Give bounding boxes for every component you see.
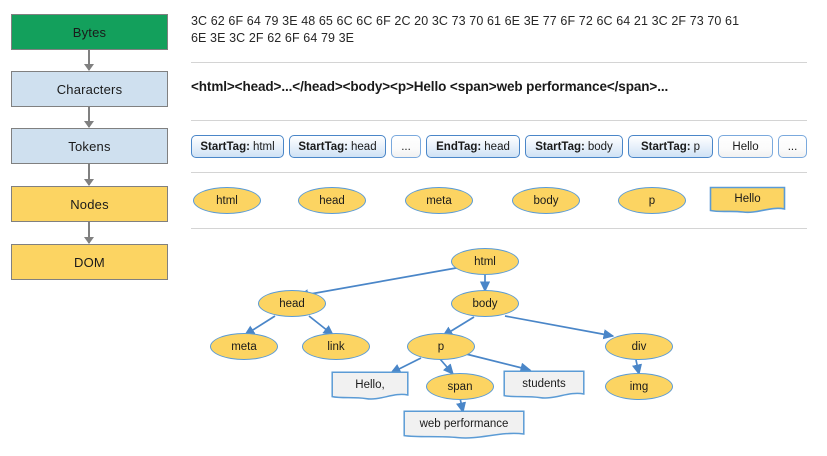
node-ellipse-p[interactable]: p: [618, 187, 686, 214]
node-label: head: [319, 194, 345, 207]
token-ellipsis-1[interactable]: ...: [391, 135, 421, 158]
pipeline-flowchart: Bytes Characters Tokens Nodes DOM: [0, 0, 185, 300]
node-label: html: [474, 255, 496, 268]
separator-nodes-dom: [191, 228, 807, 229]
token-kind: EndTag:: [436, 140, 482, 153]
node-label: link: [327, 340, 345, 353]
pipeline-stage-tokens[interactable]: Tokens: [11, 128, 168, 164]
pipeline-arrow-tokens-to-nodes: [84, 164, 94, 186]
edge-div-img: [632, 359, 642, 376]
node-label: img: [629, 380, 649, 393]
separator-bytes-characters: [191, 62, 807, 63]
pipeline-stage-tokens-label: Tokens: [68, 138, 111, 154]
token-starttag-body[interactable]: StartTag:body: [525, 135, 623, 158]
pipeline-stage-characters[interactable]: Characters: [11, 71, 168, 107]
tree-node-text-students[interactable]: students: [503, 370, 585, 401]
node-label: meta: [426, 194, 452, 207]
token-endtag-head[interactable]: EndTag:head: [426, 135, 520, 158]
token-value: Hello: [732, 140, 759, 153]
pipeline-arrow-nodes-to-dom: [84, 222, 94, 244]
token-text-hello[interactable]: Hello: [718, 135, 773, 158]
note-shape-icon: [503, 370, 585, 399]
tree-node-meta[interactable]: meta: [210, 333, 278, 360]
edge-p-hello: [389, 357, 422, 374]
characters-markup-text: <html><head>...</head><body><p>Hello <sp…: [191, 79, 669, 94]
bytes-hex-line-1: 3C 62 6F 64 79 3E 48 65 6C 6C 6F 2C 20 3…: [191, 14, 740, 28]
node-label: body: [472, 297, 498, 310]
separator-characters-tokens: [191, 120, 807, 121]
tree-node-div[interactable]: div: [605, 333, 673, 360]
tree-node-p[interactable]: p: [407, 333, 475, 360]
note-shape-icon: [709, 186, 786, 214]
token-value: ...: [401, 140, 411, 153]
node-ellipse-body[interactable]: body: [512, 187, 580, 214]
tree-node-text-hello[interactable]: Hello,: [331, 371, 409, 402]
node-ellipse-head[interactable]: head: [298, 187, 366, 214]
token-kind: StartTag:: [200, 140, 250, 153]
node-ellipse-html[interactable]: html: [193, 187, 261, 214]
separator-tokens-nodes: [191, 172, 807, 173]
token-value: head: [484, 140, 510, 153]
pipeline-stage-bytes-label: Bytes: [72, 24, 107, 40]
token-kind: StartTag:: [640, 140, 691, 153]
note-shape-icon: [403, 410, 525, 439]
tree-node-text-web-performance[interactable]: web performance: [403, 410, 525, 441]
node-label: meta: [231, 340, 257, 353]
token-value: ...: [787, 140, 798, 153]
edge-span-webp: [456, 397, 466, 414]
pipeline-arrow-bytes-to-characters: [84, 50, 94, 71]
edge-head-meta: [243, 315, 276, 336]
detail-panel: 3C 62 6F 64 79 3E 48 65 6C 6C 6F 2C 20 3…: [185, 0, 827, 456]
node-label: p: [648, 194, 656, 207]
pipeline-stage-dom-label: DOM: [74, 254, 105, 270]
node-label: div: [631, 340, 647, 353]
edge-head-link: [308, 315, 335, 336]
token-value: body: [587, 140, 613, 153]
tree-node-body[interactable]: body: [451, 290, 519, 317]
edge-p-students: [465, 353, 532, 373]
tree-node-head[interactable]: head: [258, 290, 326, 317]
dom-tree: html head body meta link p div img span: [185, 0, 827, 456]
token-starttag-html[interactable]: StartTag:html: [191, 135, 284, 158]
token-kind: StartTag:: [298, 140, 349, 153]
token-starttag-head[interactable]: StartTag:head: [289, 135, 386, 158]
node-label: head: [279, 297, 305, 310]
node-ellipse-meta[interactable]: meta: [405, 187, 473, 214]
token-value: html: [252, 140, 275, 153]
node-label: p: [437, 340, 445, 353]
dom-tree-edges: [243, 264, 642, 414]
pipeline-stage-characters-label: Characters: [56, 81, 123, 97]
node-label: span: [447, 380, 473, 393]
tree-node-img[interactable]: img: [605, 373, 673, 400]
token-value: p: [693, 140, 701, 153]
node-label: body: [533, 194, 559, 207]
token-value: head: [351, 140, 377, 153]
edge-body-div: [504, 315, 615, 340]
tree-node-html[interactable]: html: [451, 248, 519, 275]
node-label: html: [216, 194, 238, 207]
note-shape-icon: [331, 371, 409, 400]
token-ellipsis-2[interactable]: ...: [778, 135, 807, 158]
token-starttag-p[interactable]: StartTag:p: [628, 135, 713, 158]
pipeline-stage-bytes[interactable]: Bytes: [11, 14, 168, 50]
pipeline-stage-nodes[interactable]: Nodes: [11, 186, 168, 222]
tree-node-link[interactable]: link: [302, 333, 370, 360]
pipeline-stage-dom[interactable]: DOM: [11, 244, 168, 280]
edge-html-head: [297, 264, 474, 300]
tree-node-span[interactable]: span: [426, 373, 494, 400]
pipeline-stage-nodes-label: Nodes: [70, 196, 109, 212]
pipeline-arrow-characters-to-tokens: [84, 107, 94, 128]
edge-p-span: [439, 358, 454, 376]
bytes-hex-line-2: 6E 3E 3C 2F 62 6F 64 79 3E: [191, 31, 355, 45]
token-kind: StartTag:: [535, 140, 585, 153]
